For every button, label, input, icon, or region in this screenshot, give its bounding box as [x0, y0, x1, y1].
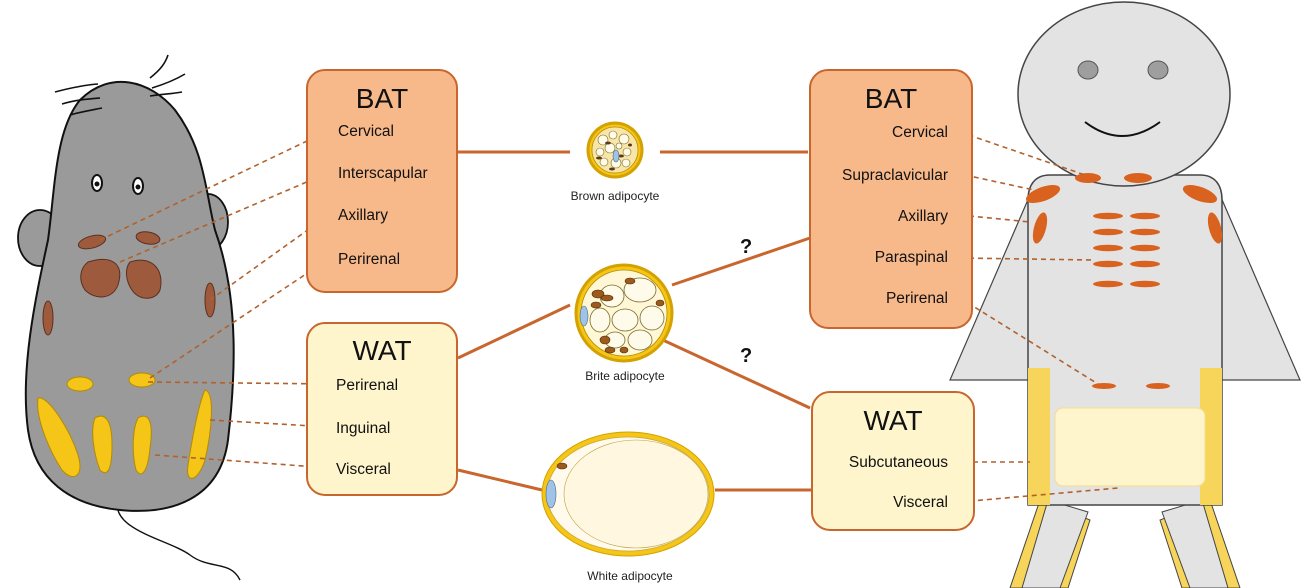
mouse-bat-title: BAT [356, 83, 408, 114]
brite-to-human-wat [652, 335, 810, 408]
white-adipocyte-label: White adipocyte [587, 569, 673, 583]
mouse-bat-item-axillary: Axillary [338, 207, 388, 224]
brown-adipocyte-label: Brown adipocyte [571, 189, 660, 203]
human-wat-title: WAT [863, 405, 922, 436]
human-bat-item-axillary: Axillary [898, 208, 948, 225]
mouse-wat-item-visceral: Visceral [336, 461, 391, 478]
human-perirenal-bat-left [1092, 383, 1116, 389]
white-adipocyte-nucleus [546, 480, 556, 508]
mouse-interscapular-bat-left [81, 259, 120, 297]
brite-adipocyte-nucleus [580, 306, 588, 326]
mouse-wat-item-perirenal: Perirenal [336, 377, 398, 394]
human-wat-item-subcutaneous: Subcutaneous [849, 454, 948, 471]
human-head [1018, 2, 1230, 186]
human-wat-box: WAT Subcutaneous Visceral [812, 392, 974, 530]
human-left-eye [1078, 61, 1098, 79]
human-bat-item-cervical: Cervical [892, 124, 948, 141]
mouse-bat-item-interscapular: Interscapular [338, 165, 428, 182]
human-bat-item-supraclavicular: Supraclavicular [842, 167, 948, 184]
mouse-wat-box: WAT Perirenal Inguinal Visceral [307, 323, 457, 495]
mouse-perirenal-wat-left [67, 377, 93, 391]
question-mark-brite-wat: ? [740, 345, 752, 367]
mouse-wat-item-inguinal: Inguinal [336, 420, 390, 437]
human-abdominal-wat-region [1055, 408, 1205, 486]
human-cervical-bat-left [1075, 173, 1101, 183]
human-perirenal-bat-right [1146, 383, 1170, 389]
mouse-perirenal-wat-right [129, 373, 155, 387]
human-left-subcutaneous-strip [1028, 368, 1050, 505]
human-wat-item-visceral: Visceral [893, 494, 948, 511]
mouse-bat-item-perirenal: Perirenal [338, 251, 400, 268]
question-mark-brite-bat: ? [740, 236, 752, 258]
human-bat-title: BAT [865, 83, 917, 114]
brite-adipocyte-cell: Brite adipocyte [576, 265, 672, 383]
mouse-illustration [18, 55, 240, 580]
mouse-wat-title: WAT [352, 335, 411, 366]
brown-adipocyte-cell: Brown adipocyte [571, 123, 660, 203]
brown-adipocyte-nucleus [613, 150, 619, 162]
brite-adipocyte-label: Brite adipocyte [585, 369, 665, 383]
human-right-eye [1148, 61, 1168, 79]
mouse-axillary-bat-left [43, 301, 53, 335]
human-bat-item-paraspinal: Paraspinal [875, 249, 948, 266]
human-paraspinal-bat [1093, 213, 1123, 219]
mouse-bat-item-cervical: Cervical [338, 123, 394, 140]
human-bat-box: BAT Cervical Supraclavicular Axillary Pa… [810, 70, 972, 328]
mouse-bat-box: BAT Cervical Interscapular Axillary Peri… [307, 70, 457, 292]
mouse-wat-to-brite [458, 305, 570, 358]
human-cervical-bat-right [1124, 173, 1152, 183]
human-bat-item-perirenal: Perirenal [886, 290, 948, 307]
human-illustration [950, 2, 1300, 588]
mouse-tail [117, 500, 240, 580]
white-adipocyte-cell: White adipocyte [542, 432, 714, 583]
human-right-arm [1220, 195, 1300, 380]
mouse-wat-to-white [458, 470, 542, 490]
